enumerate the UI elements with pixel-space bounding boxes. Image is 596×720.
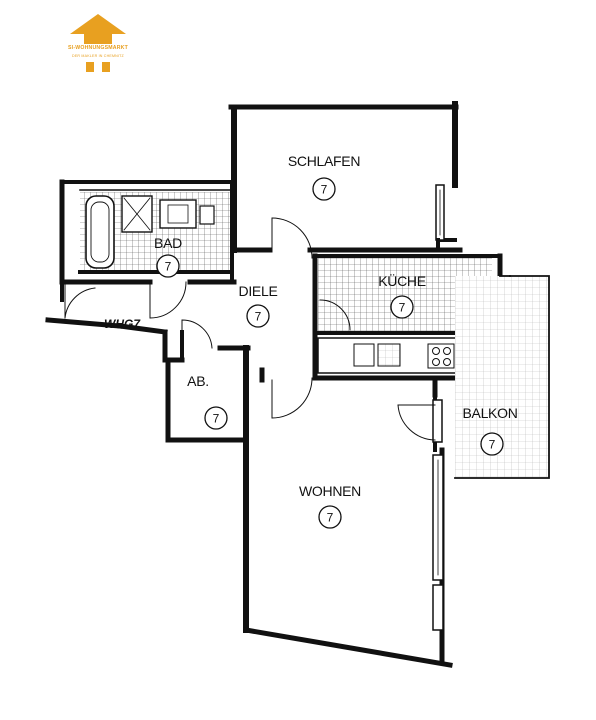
room-label-kuche: KÜCHE <box>378 272 426 289</box>
brand-logo: SI-WOHNUNGSMARKT DER MAKLER IN CHEMNITZ <box>62 12 134 74</box>
room-label-abstell: AB. <box>187 373 209 389</box>
room-marker-balkon: 7 <box>480 432 504 456</box>
svg-text:7: 7 <box>399 301 406 315</box>
room-marker-kuche: 7 <box>390 295 414 319</box>
svg-text:7: 7 <box>213 412 220 426</box>
room-label-wohnen: WOHNEN <box>299 483 361 499</box>
room-marker-bad: 7 <box>156 254 180 278</box>
svg-text:7: 7 <box>489 438 496 452</box>
room-marker-diele: 7 <box>246 304 270 328</box>
room-label-balkon: BALKON <box>463 405 518 421</box>
room-label-diele: DIELE <box>239 283 278 299</box>
room-marker-schlafen: 7 <box>312 177 336 201</box>
svg-text:7: 7 <box>321 183 328 197</box>
room-marker-wohnen: 7 <box>318 505 342 529</box>
unit-label: WHG7 <box>104 317 141 331</box>
svg-text:7: 7 <box>255 310 262 324</box>
house-logo-icon <box>70 14 126 72</box>
svg-text:7: 7 <box>327 511 334 525</box>
brand-name: SI-WOHNUNGSMARKT <box>68 45 128 51</box>
room-marker-abstell: 7 <box>204 406 228 430</box>
room-label-schlafen: SCHLAFEN <box>288 153 360 169</box>
brand-tagline: DER MAKLER IN CHEMNITZ <box>72 54 124 58</box>
svg-text:7: 7 <box>165 260 172 274</box>
room-label-bad: BAD <box>154 235 182 251</box>
